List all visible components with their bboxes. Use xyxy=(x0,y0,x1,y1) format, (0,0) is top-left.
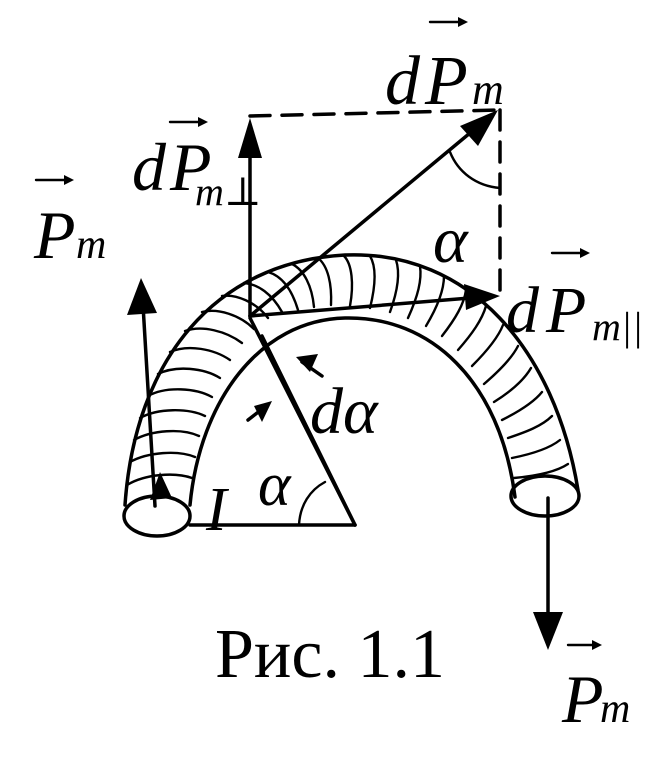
dalpha-label: dα xyxy=(310,375,379,448)
dpm-par-arrowhead xyxy=(464,284,500,310)
pm-right-label-sub: m xyxy=(600,686,630,732)
pm-right-vector xyxy=(533,496,563,650)
figure-caption: Рис. 1.1 xyxy=(215,616,445,693)
dpm-label-sub: m xyxy=(472,65,504,114)
pm-left-vector xyxy=(127,278,172,508)
vector-overbars xyxy=(34,17,602,650)
current-label: I xyxy=(205,476,230,544)
dpm-perp-arrowhead xyxy=(238,118,262,158)
coil-windings xyxy=(125,254,570,487)
dpm-arrowhead xyxy=(460,110,498,146)
coil-half-ring xyxy=(122,253,581,538)
dpm-par-label-sub: m|| xyxy=(592,304,643,349)
alpha-center-label: α xyxy=(258,451,292,519)
vector-construction xyxy=(238,108,502,318)
dpm-perp-label-main: P xyxy=(169,129,212,205)
angle-construction xyxy=(188,316,357,527)
pm-left-label-sub: m xyxy=(76,222,106,268)
pm-right-label-main: P xyxy=(561,661,604,737)
dpm-par-label-main: P xyxy=(545,274,586,347)
pm-left-label-main: P xyxy=(33,197,76,273)
dpm-perp-label-sub: m⊥ xyxy=(195,169,262,214)
dpm-label-prefix: d xyxy=(385,43,421,120)
dpm-perp-label-prefix: d xyxy=(132,129,167,205)
dpm-par-label-prefix: d xyxy=(506,274,540,347)
alpha-top-label: α xyxy=(433,204,469,277)
dpm-label-main: P xyxy=(424,43,468,120)
